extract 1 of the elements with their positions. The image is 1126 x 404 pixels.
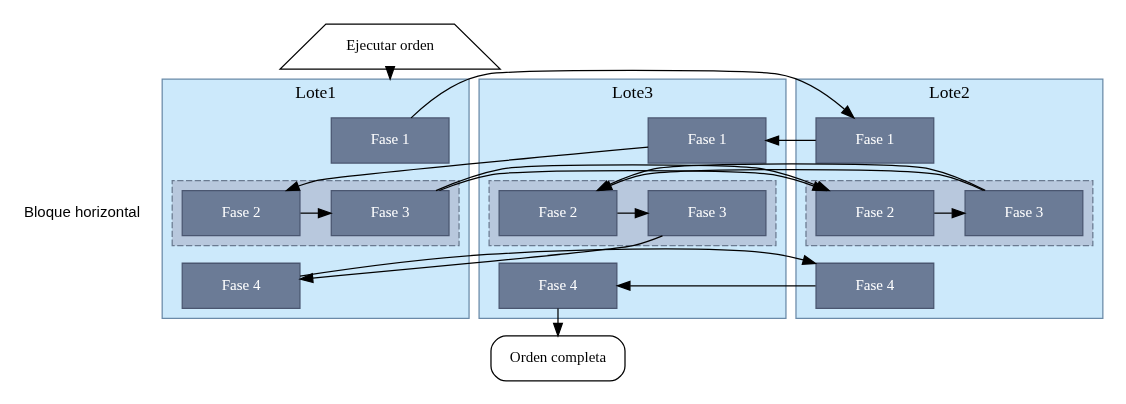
label: Bloque horizontal <box>23 202 141 220</box>
